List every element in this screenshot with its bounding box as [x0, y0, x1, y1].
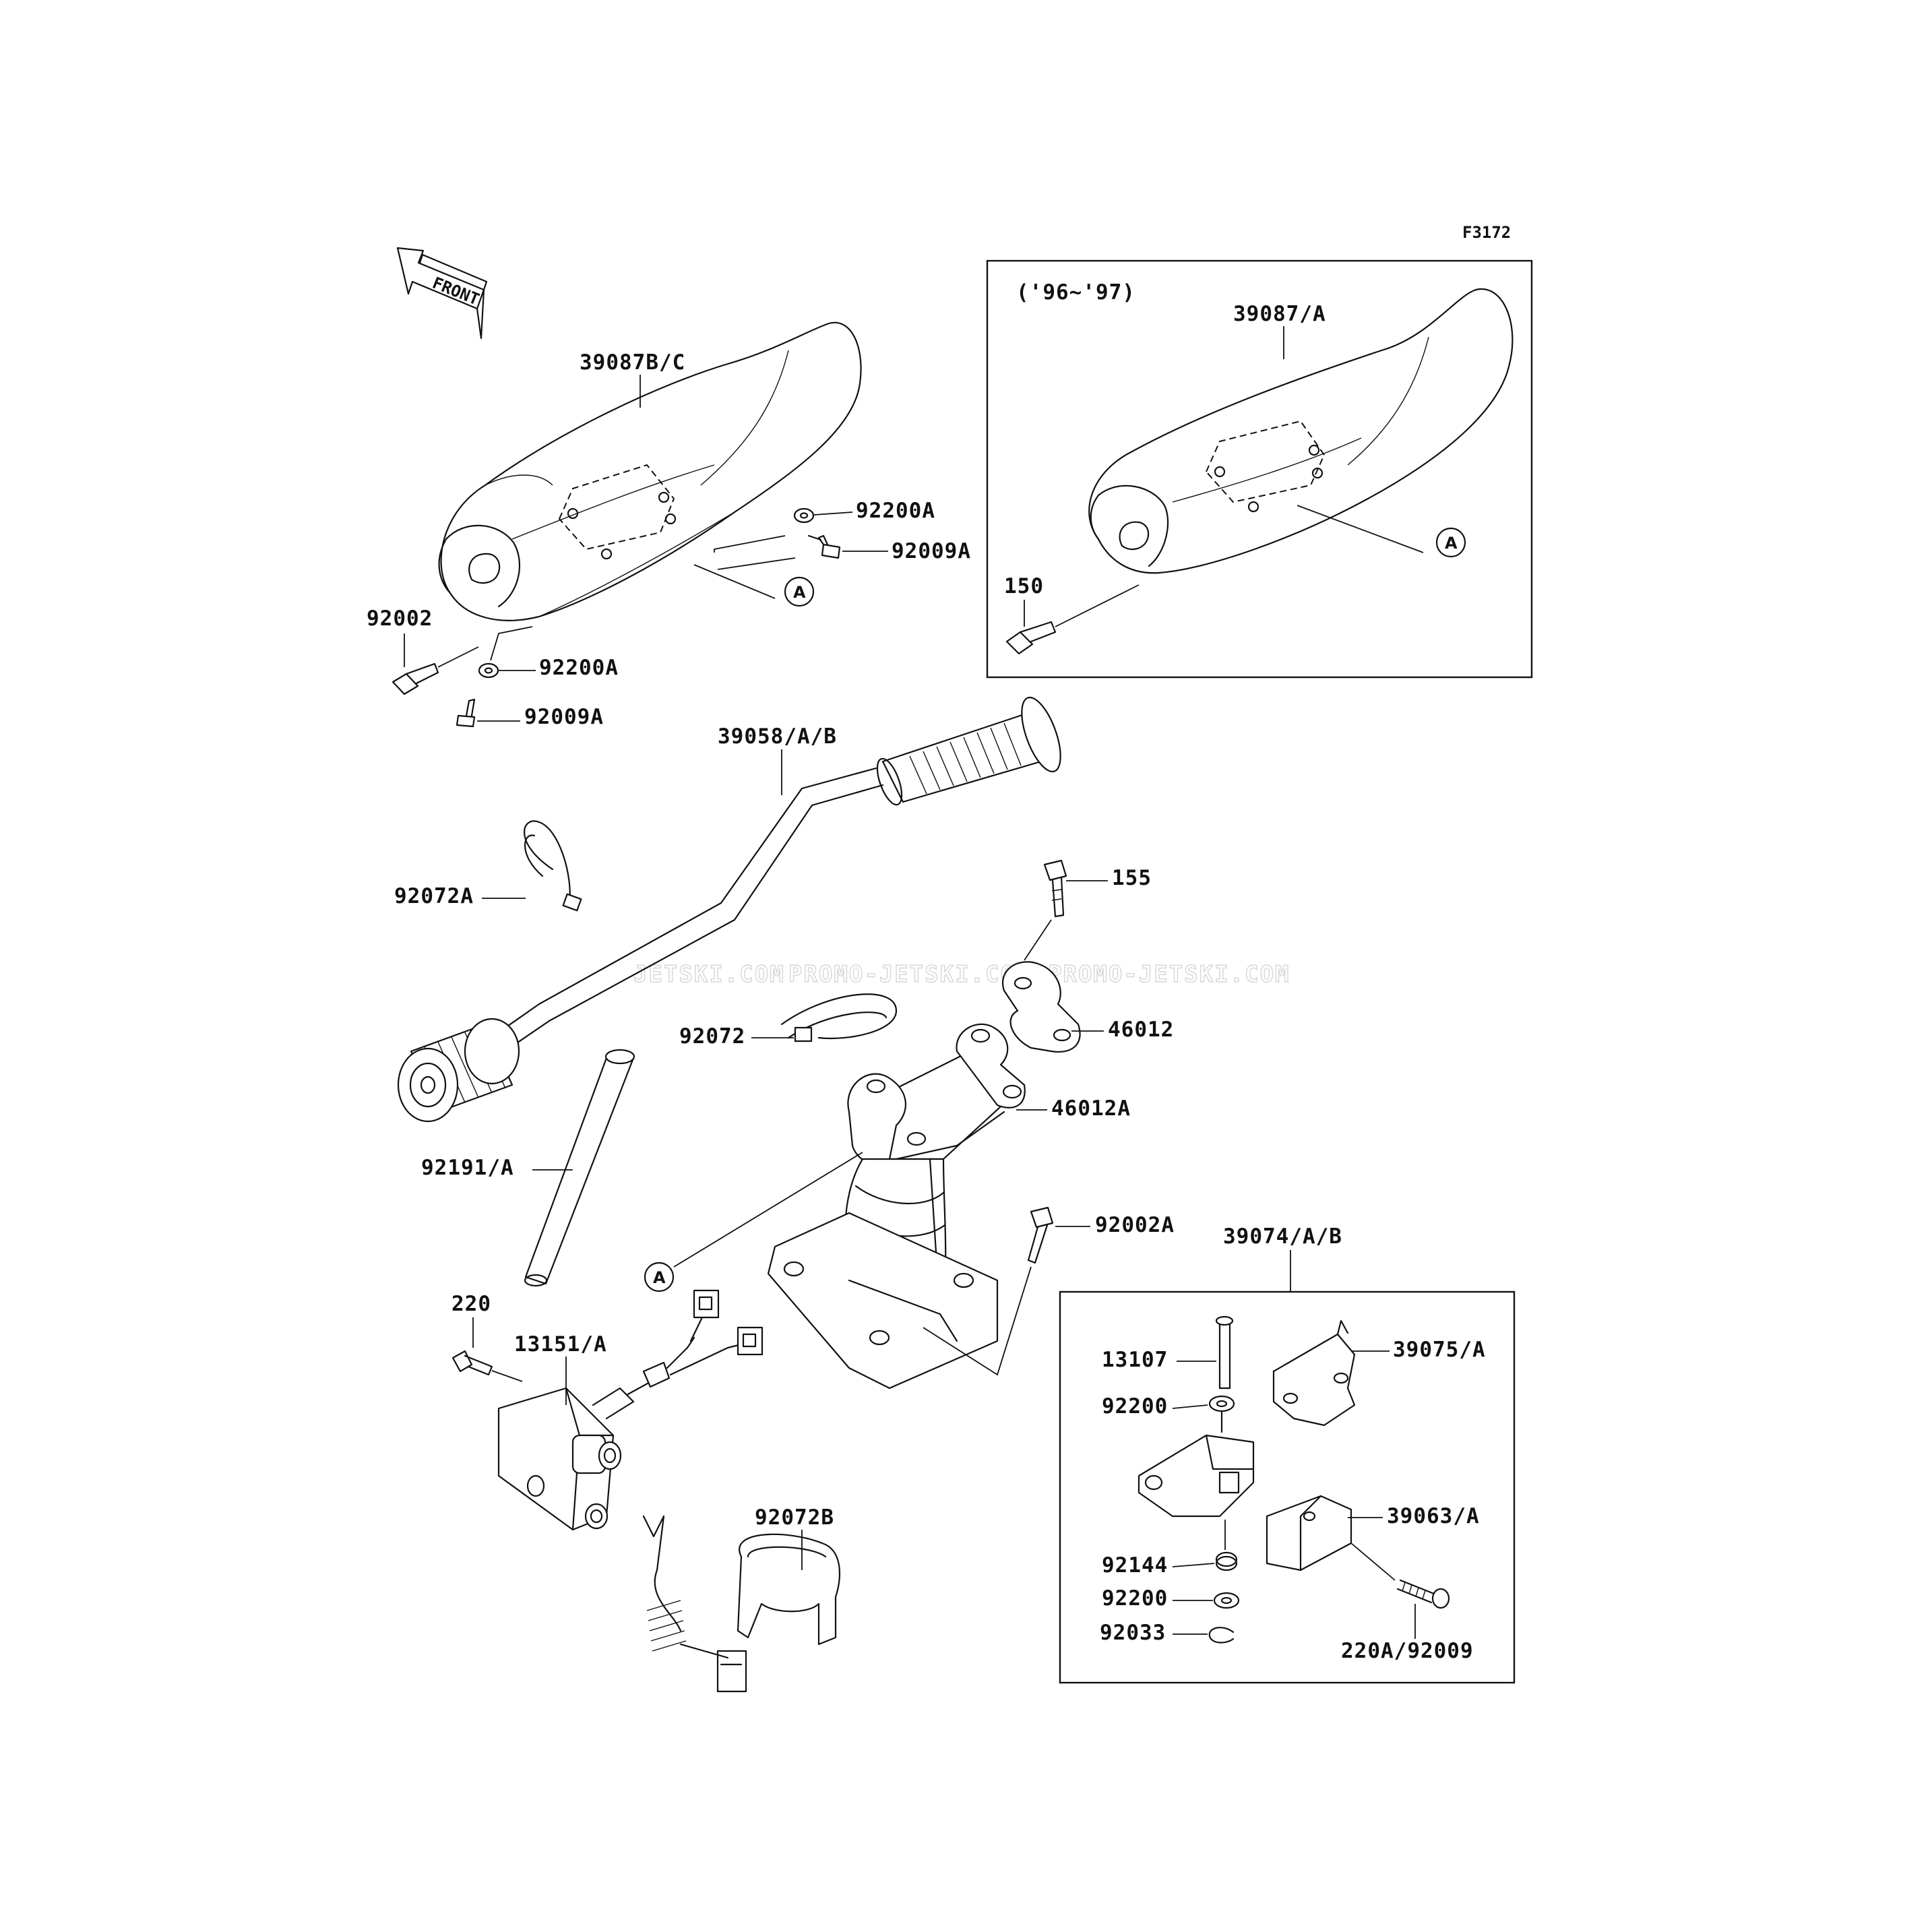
inset-box-39074 — [1059, 1290, 1516, 1684]
watermark: JETSKI.COM PROMO-JETSKI.COM PROMO-JETSKI… — [633, 960, 1290, 988]
inset-box-96-97 — [986, 259, 1533, 679]
label-92200-upper: 92200 — [1102, 1394, 1168, 1419]
steering-column — [767, 1158, 999, 1390]
ref-marker-a-2: A — [1435, 527, 1466, 558]
screw-220a-92009 — [1396, 1579, 1450, 1609]
label-92200a-upper: 92200A — [856, 499, 935, 523]
cable-tie-92072 — [780, 993, 898, 1042]
svg-text:A: A — [793, 583, 806, 602]
label-46012a: 46012A — [1051, 1096, 1131, 1121]
bolt-155 — [1043, 859, 1067, 918]
label-92200a-lower: 92200A — [539, 656, 619, 680]
handlebar-cover-39087bc — [438, 321, 862, 621]
handlebar-holder-46012a — [847, 1023, 1026, 1166]
switch-13151a — [497, 1289, 764, 1531]
label-220: 220 — [451, 1292, 491, 1316]
label-92191: 92191/A — [421, 1156, 514, 1180]
washer-92200-upper — [1208, 1395, 1235, 1412]
label-39087a: 39087/A — [1233, 302, 1326, 326]
label-92072: 92072 — [679, 1024, 745, 1049]
label-92009a-lower: 92009A — [524, 705, 604, 729]
label-46012: 46012 — [1108, 1018, 1174, 1042]
right-grip — [909, 722, 1022, 794]
label-13107: 13107 — [1102, 1348, 1168, 1372]
label-92033: 92033 — [1100, 1621, 1166, 1645]
screw-92009a-upper — [807, 534, 841, 559]
bolt-220 — [451, 1350, 493, 1376]
svg-text:A: A — [653, 1268, 666, 1287]
inset-years-label: ('96~'97) — [1016, 280, 1135, 305]
handlebar-39058 — [397, 696, 1061, 1123]
svg-text:A: A — [1445, 534, 1458, 553]
handlebar-cover-39087a — [1088, 288, 1514, 574]
bolt-92002a — [1027, 1206, 1054, 1264]
label-92009a-upper: 92009A — [892, 539, 971, 563]
front-arrow-icon: FRONT — [396, 247, 488, 340]
label-92002a: 92002A — [1095, 1213, 1175, 1237]
label-220a-92009: 220A/92009 — [1341, 1639, 1474, 1663]
watermark-text-3: PROMO-JETSKI.COM — [1048, 961, 1290, 988]
label-39087bc: 39087B/C — [580, 350, 685, 375]
label-39075: 39075/A — [1393, 1338, 1486, 1362]
cover-39063a — [1266, 1495, 1352, 1571]
figure-code: F3172 — [1462, 223, 1511, 242]
label-150: 150 — [1004, 574, 1044, 598]
tube-92191a — [524, 1049, 635, 1287]
label-39074: 39074/A/B — [1223, 1224, 1342, 1249]
clip-92072b — [716, 1533, 841, 1693]
handlebar-clamp-46012 — [1002, 961, 1081, 1053]
washer-92200a-lower — [478, 662, 499, 679]
lever-39075a — [1272, 1319, 1356, 1427]
bolt-92002 — [392, 662, 439, 695]
label-92200-lower: 92200 — [1102, 1586, 1168, 1611]
washer-92200a-upper — [793, 507, 815, 524]
spring-92072b — [642, 1515, 729, 1659]
circlip-92033 — [1208, 1627, 1235, 1644]
label-13151: 13151/A — [514, 1332, 607, 1357]
cable-tie-92072a — [524, 820, 582, 912]
label-92144: 92144 — [1102, 1553, 1168, 1578]
label-92072a: 92072A — [394, 884, 474, 908]
ref-marker-a-3: A — [644, 1261, 675, 1292]
label-155: 155 — [1112, 866, 1152, 890]
lever-holder — [1138, 1410, 1255, 1518]
label-39063: 39063/A — [1387, 1504, 1480, 1528]
label-92072b: 92072B — [755, 1505, 834, 1530]
watermark-text-1: JETSKI.COM — [633, 961, 785, 988]
ref-marker-a-1: A — [784, 576, 815, 607]
spring-92144 — [1215, 1551, 1238, 1571]
bolt-150 — [1005, 621, 1057, 655]
pin-13107 — [1215, 1315, 1234, 1390]
washer-92200-lower — [1213, 1592, 1240, 1609]
label-39058: 39058/A/B — [718, 724, 837, 749]
watermark-text-2: PROMO-JETSKI.COM — [788, 961, 1031, 988]
label-92002: 92002 — [367, 606, 433, 631]
screw-92009a-lower — [456, 698, 476, 728]
